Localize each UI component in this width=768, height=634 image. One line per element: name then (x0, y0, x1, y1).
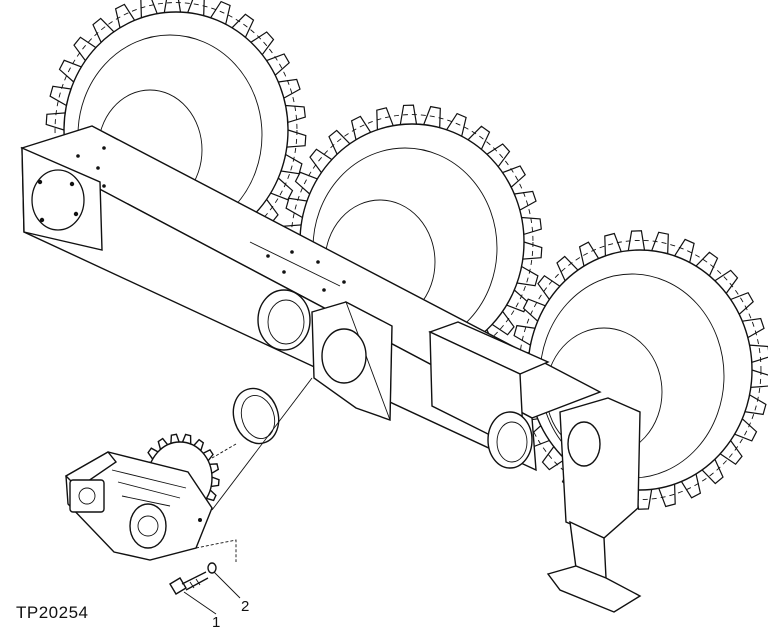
motor-port-flange (129, 503, 167, 549)
figure-id: TP20254 (16, 603, 89, 622)
housing-right-bore (487, 411, 533, 469)
o-ring-seal (232, 387, 280, 445)
motor-mount-bore (321, 328, 367, 384)
tread-lug (750, 369, 768, 389)
lock-washer (207, 562, 217, 574)
cap-screw (169, 571, 209, 595)
callout-1-label: 1 (212, 614, 220, 629)
tread-lug (748, 344, 768, 364)
tread-lug (522, 241, 543, 260)
pedestal-foot (546, 565, 642, 613)
pivot-bracket (559, 397, 641, 539)
housing-end-bore (31, 169, 85, 231)
motor-port-plate (69, 479, 105, 513)
tread-lug (163, 0, 182, 14)
tread-lug (286, 129, 307, 148)
drive-motor-assembly (64, 433, 220, 561)
housing-sprocket-bore (257, 289, 311, 351)
pivot-bore (567, 421, 601, 467)
housing-cover-bolts (76, 146, 346, 292)
callout-1: 1 (183, 591, 220, 631)
tandem-housing (20, 125, 642, 613)
callout-2-label: 2 (241, 598, 249, 615)
callout-2: 2 (213, 571, 249, 615)
